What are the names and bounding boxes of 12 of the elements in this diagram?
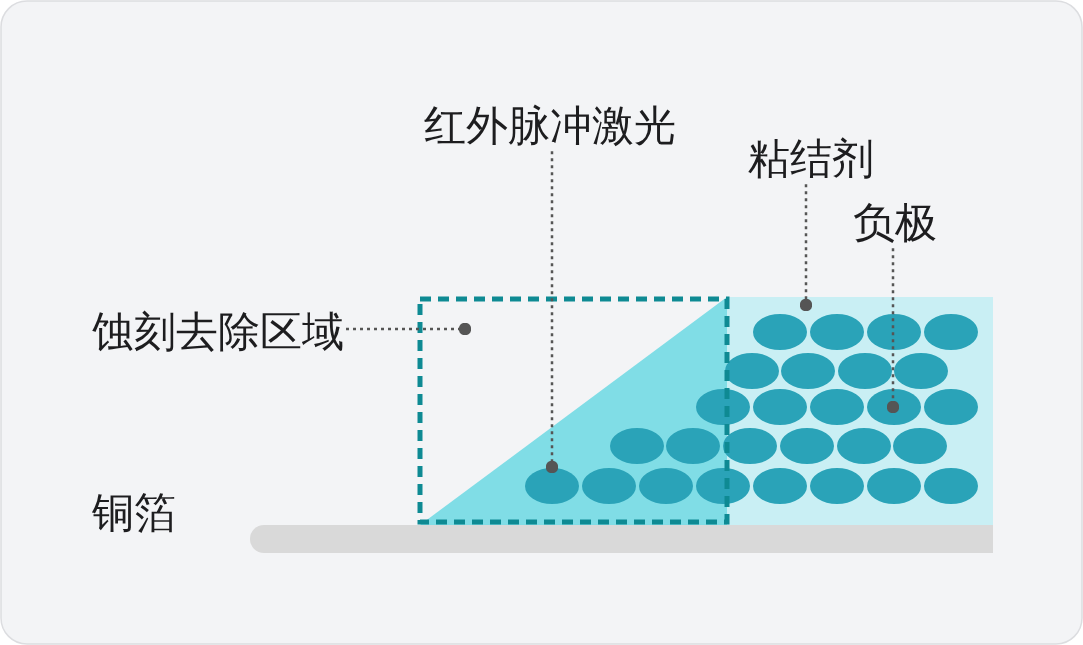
leader-line: [886, 248, 900, 414]
particle-ellipse: [867, 389, 921, 425]
leader-line: [346, 322, 472, 336]
part-label: 红外脉冲激光: [424, 103, 676, 150]
particle-ellipse: [525, 468, 579, 504]
part-label: 负极: [853, 200, 937, 247]
leader-line: [799, 184, 813, 312]
part-label: 铜箔: [92, 490, 176, 537]
part-label: 粘结剂: [748, 136, 874, 183]
etched-region-outline: [417, 296, 730, 525]
leader-line: [545, 151, 559, 474]
part-label: 蚀刻去除区域: [92, 309, 344, 356]
